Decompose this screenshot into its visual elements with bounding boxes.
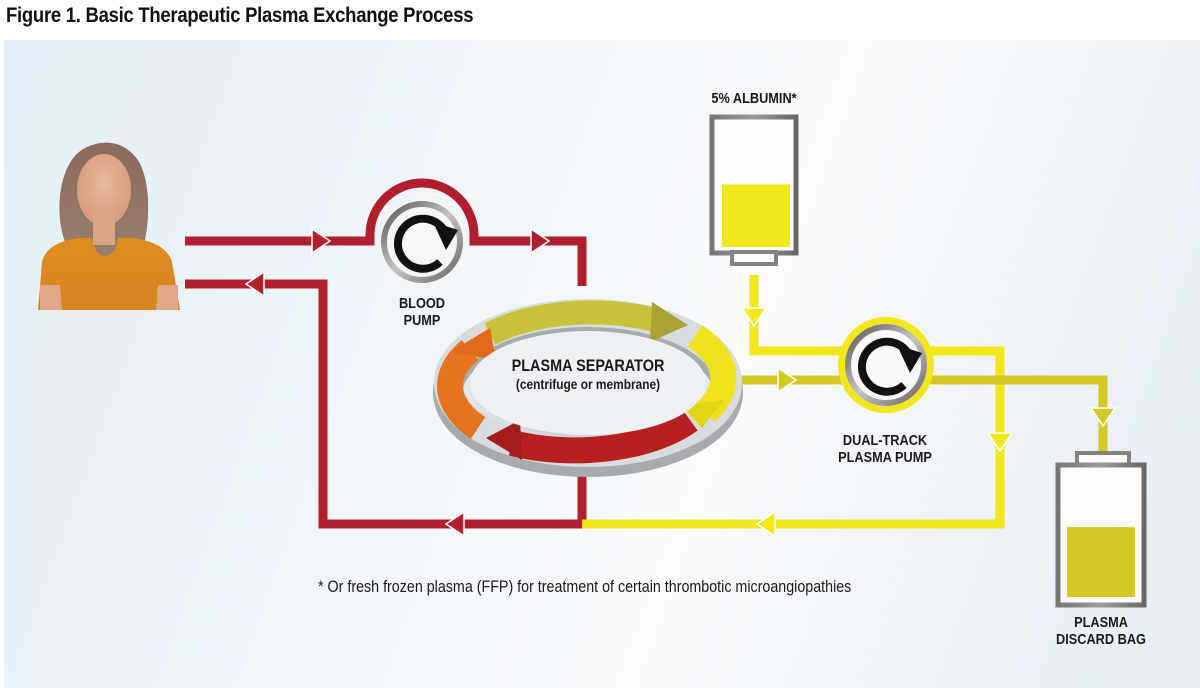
albumin-fill-level: [722, 184, 790, 247]
albumin-label: 5% ALBUMIN*: [711, 90, 797, 107]
plasma-separator-sublabel: (centrifuge or membrane): [515, 376, 661, 392]
discard-bag-label-line2: DISCARD BAG: [1056, 631, 1146, 648]
blood-line-return: [185, 279, 587, 529]
discard-bag-label-line1: PLASMA: [1074, 614, 1128, 631]
patient-icon: [38, 142, 180, 310]
flow-arrow-down-icon: [740, 307, 768, 328]
albumin-bag: [709, 114, 799, 266]
flow-arrow-right-icon: [530, 227, 551, 255]
rotate-clockwise-icon: [393, 214, 458, 273]
footnote: * Or fresh frozen plasma (FFP) for treat…: [318, 577, 852, 596]
plasma-pump-label-line2: PLASMA PUMP: [838, 449, 932, 466]
rotate-clockwise-icon: [857, 337, 922, 396]
plasma-discard-bag: [1055, 451, 1147, 608]
flow-arrow-left-icon: [755, 510, 776, 538]
flow-arrow-down-icon: [1089, 407, 1117, 428]
plasma-pump-label: DUAL-TRACK PLASMA PUMP: [830, 432, 941, 466]
blood-pump-label: BLOOD PUMP: [391, 295, 454, 329]
plasma-separator-title: PLASMA SEPARATOR: [511, 356, 665, 375]
blood-pump-label-line2: PUMP: [403, 312, 441, 329]
blood-pump-label-line1: BLOOD: [398, 295, 446, 312]
flow-arrow-right-icon: [311, 227, 332, 255]
figure-title: Figure 1. Basic Therapeutic Plasma Excha…: [6, 4, 474, 27]
plasma-pump-label-line1: DUAL-TRACK: [842, 432, 928, 449]
flow-arrow-right-icon: [777, 366, 798, 394]
discard-bag-label: PLASMA DISCARD BAG: [1050, 614, 1152, 648]
flow-arrow-left-icon: [444, 510, 465, 538]
dual-track-plasma-pump: [838, 317, 934, 413]
blood-line-out: [185, 178, 587, 286]
flow-arrow-left-icon: [244, 270, 265, 298]
plasma-separator-label: PLASMA SEPARATOR (centrifuge or membrane…: [503, 356, 673, 393]
blood-pump: [381, 201, 463, 283]
plasma-separator: [428, 299, 748, 477]
flow-arrow-down-icon: [986, 432, 1014, 453]
discard-fill-level: [1067, 527, 1135, 597]
